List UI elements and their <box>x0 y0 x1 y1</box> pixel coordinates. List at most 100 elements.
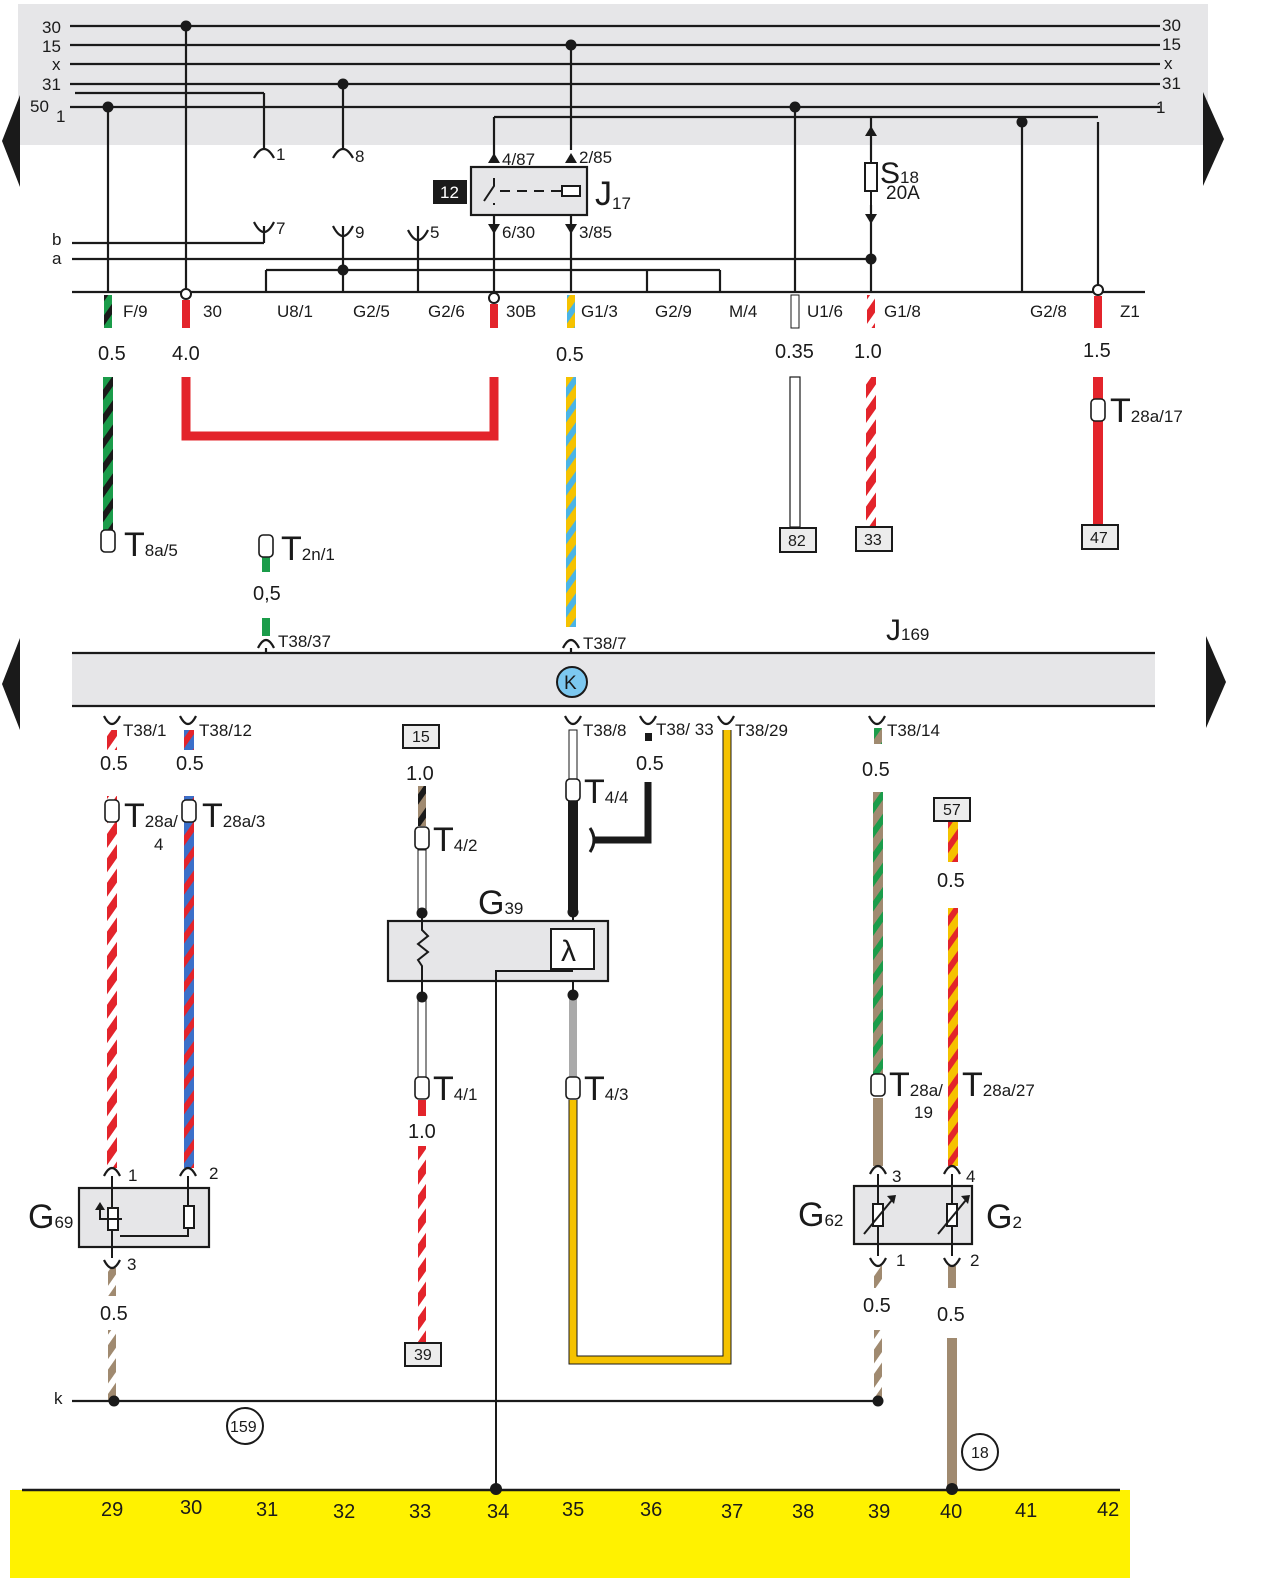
fuse-rating: 20A <box>886 183 920 204</box>
upper-gauge-labels: 0.5 4.0 0.5 0.35 1.0 1.5 <box>98 340 1111 366</box>
ref-boxes-upper <box>779 524 1119 553</box>
sensor-pin: 1 <box>128 1166 137 1185</box>
grid-number: 35 <box>562 1499 584 1521</box>
arrow-left-icon[interactable] <box>2 638 20 730</box>
sensor-pin: 3 <box>127 1255 136 1274</box>
sensor-pin: 4 <box>966 1167 975 1186</box>
connector-label: T4/1 <box>433 1070 477 1108</box>
connector-label: T28a/ <box>889 1066 943 1104</box>
module-label: J169 <box>886 614 929 647</box>
grid-number: 31 <box>256 1499 278 1521</box>
wire-gauge: 0,5 <box>253 583 281 605</box>
grid-number: 36 <box>640 1499 662 1521</box>
connector-label: T4/4 <box>584 773 628 811</box>
sensor-pin: 1 <box>896 1251 905 1270</box>
wire-gauge: 0.5 <box>937 870 965 892</box>
relay-label: J17 <box>595 175 631 213</box>
grid-number: 34 <box>487 1501 509 1523</box>
connector-label-tail: 4 <box>154 835 163 854</box>
wire-gauge: 0.5 <box>937 1304 965 1326</box>
sensor-label: G39 <box>478 884 523 922</box>
grid-number: 40 <box>940 1501 962 1523</box>
arrow-left-icon[interactable] <box>2 95 20 187</box>
upper-wire-runs <box>103 376 1103 636</box>
rail-label: x <box>1164 54 1173 73</box>
ref-boxes-lower <box>402 724 971 1367</box>
ref-box-label: 15 <box>412 729 430 746</box>
pin-label: T38/1 <box>123 721 166 740</box>
arrow-right-icon[interactable] <box>1203 92 1224 186</box>
grid-number: 29 <box>101 1499 123 1521</box>
rail-label: 30 <box>1162 16 1181 35</box>
harness-label: a <box>52 249 62 268</box>
wire-gauge: 0.5 <box>98 343 126 365</box>
plug-connectors-lower <box>104 778 886 1100</box>
wire-gauge: 0.5 <box>636 753 664 775</box>
sensor-g62-g2: 3 1 4 2 G62 G2 <box>798 1164 1022 1270</box>
rail-label: 1 <box>1156 98 1165 117</box>
connector-label-tail: 19 <box>914 1103 933 1122</box>
lower-wire-runs <box>107 728 958 1490</box>
terminal-label: U1/6 <box>807 302 843 321</box>
sensor-label: G69 <box>28 1198 73 1236</box>
connector-label: T4/3 <box>584 1070 628 1108</box>
connector-label: T28a/27 <box>962 1066 1035 1104</box>
fuse-label: S18 <box>880 157 919 190</box>
pin-label: T38/29 <box>735 721 788 740</box>
rail-label: 15 <box>42 37 61 56</box>
lower-gauge-labels: 0.5 0.5 1.0 0.5 0.5 0.5 1.0 0.5 0.5 0.5 <box>100 753 965 1326</box>
wire-gauge: 0.5 <box>100 1303 128 1325</box>
terminal-label: G1/8 <box>884 302 921 321</box>
grid-number: 33 <box>409 1501 431 1523</box>
relay-pin: 4/87 <box>502 150 535 169</box>
rail-label: x <box>52 55 61 74</box>
terminal-label: G2/6 <box>428 302 465 321</box>
pin-label: T38/14 <box>887 721 940 740</box>
splice-number: 9 <box>355 223 364 242</box>
pin-label: T38/7 <box>583 634 626 653</box>
sensor-g39: λ G39 <box>386 884 610 1490</box>
relay-j17: 12 4/87 2/85 6/30 3/85 J17 <box>433 148 631 242</box>
relay-pin: 3/85 <box>579 223 612 242</box>
connector-label: T2n/1 <box>281 530 335 568</box>
terminal-label: G1/3 <box>581 302 618 321</box>
wire-gauge: 4.0 <box>172 343 200 365</box>
wire-gauge: 0.5 <box>863 1295 891 1317</box>
terminal-label: G2/5 <box>353 302 390 321</box>
grid-number: 30 <box>180 1497 202 1519</box>
splice-number: 8 <box>355 147 364 166</box>
terminal-label: U8/1 <box>277 302 313 321</box>
ground-refs: 159 18 <box>226 1407 999 1471</box>
sensor-pin: 2 <box>209 1164 218 1183</box>
wire-gauge: 1.0 <box>408 1121 436 1143</box>
ref-box-label: 57 <box>943 802 961 819</box>
rail-label: 30 <box>42 18 61 37</box>
connector-label: T28a/ <box>124 797 178 835</box>
wire-gauge: 0.5 <box>556 344 584 366</box>
grid-number: 37 <box>721 1501 743 1523</box>
fuse-s18: S18 20A <box>864 126 920 224</box>
ref-box-label: 39 <box>414 1347 432 1364</box>
pin-label: T38/ 33 <box>656 720 714 739</box>
rail-label: 1 <box>56 107 65 126</box>
rail-labels-right: 30 15 x 31 1 <box>1156 16 1181 117</box>
wire-gauge: 1.5 <box>1083 340 1111 362</box>
splice-number: 1 <box>276 145 285 164</box>
power-rail-band <box>18 4 1208 145</box>
pin-label: T38/8 <box>583 721 626 740</box>
grid-number: 32 <box>333 1501 355 1523</box>
sensor-g69: 1 2 3 G69 <box>28 1164 218 1274</box>
sensor-pin: 3 <box>892 1167 901 1186</box>
wire-gauge: 0.5 <box>176 753 204 775</box>
arrow-right-icon[interactable] <box>1206 636 1226 728</box>
wire-gauge: 1.0 <box>406 763 434 785</box>
splice-number: 7 <box>276 219 285 238</box>
plug-connectors-upper <box>100 398 1106 558</box>
rail-label: 15 <box>1162 35 1181 54</box>
sensor-label: G62 <box>798 1196 843 1234</box>
ground-ref-label: 159 <box>230 1419 257 1436</box>
wire-gauge: 0.5 <box>862 759 890 781</box>
rail-junction-dots <box>102 20 1028 276</box>
terminal-label: G2/8 <box>1030 302 1067 321</box>
